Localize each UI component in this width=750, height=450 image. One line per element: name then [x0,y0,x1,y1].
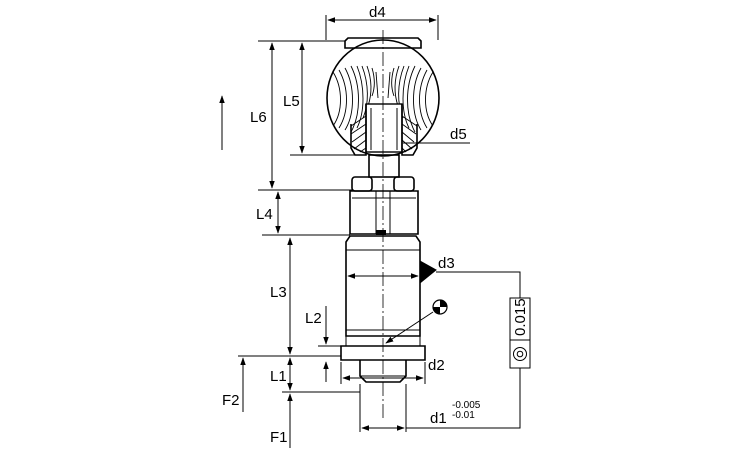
dim-d1: d1 -0.005 -0.01 [359,368,521,432]
dim-F1: F1 [270,393,293,448]
label-F1: F1 [270,429,288,446]
tolerance-lower: -0.01 [452,410,475,421]
dim-d2: d2 [340,357,445,384]
label-L6: L6 [250,109,267,126]
label-d5: d5 [450,126,467,143]
dim-L4: L4 [256,191,350,236]
label-d1: d1 [430,410,447,427]
label-d3: d3 [438,255,455,272]
upper-shank [349,154,419,235]
label-L5: L5 [283,93,300,110]
label-L1: L1 [270,368,287,385]
dim-L5: L5 [283,42,355,156]
dim-d4: d4 [325,4,439,40]
dim-L3: L3 [270,237,293,355]
concentricity-symbol-icon [513,347,527,361]
label-L4: L4 [256,206,273,223]
label-d4: d4 [369,4,386,21]
label-L2: L2 [305,310,322,327]
dim-d3: d3 [347,255,521,298]
dim-F2: F2 [222,357,246,412]
knob-ball [326,37,440,157]
dim-L6: L6 [250,40,352,191]
fcf-value: 0.015 [512,298,529,336]
label-F2: F2 [222,392,240,409]
dim-L2: L2 [305,306,341,382]
dim-d5: d5 [403,126,470,144]
dim-L1: L1 [238,355,360,393]
label-d2: d2 [428,357,445,374]
feature-control-frame: 0.015 [509,297,531,369]
label-L3: L3 [270,284,287,301]
tolerance-upper: -0.005 [452,400,481,411]
center-of-gravity-icon [385,299,448,344]
datum-triangle [419,260,437,285]
